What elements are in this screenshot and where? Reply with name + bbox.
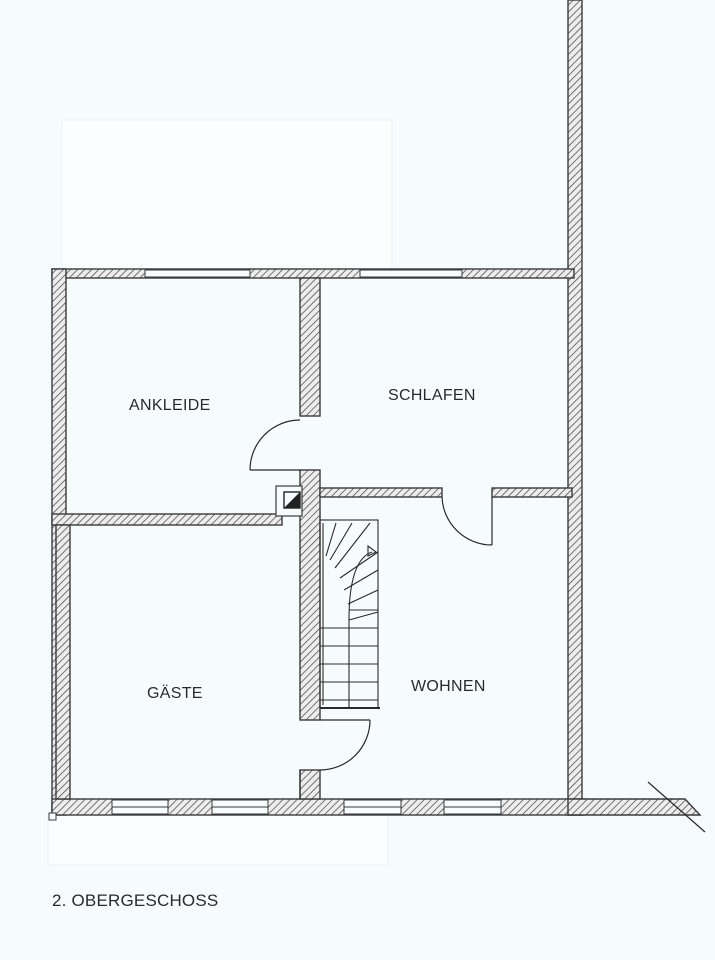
floor-title: 2. OBERGESCHOSS <box>52 891 219 910</box>
windows-bottom <box>111 799 502 815</box>
shaft-symbol <box>275 485 303 517</box>
door-swings <box>249 419 706 833</box>
room-label-gaeste: GÄSTE <box>147 684 203 702</box>
room-label-schlafen: SCHLAFEN <box>388 387 476 404</box>
room-label-wohnen: WOHNEN <box>411 678 486 695</box>
windows-top <box>144 269 463 278</box>
walls <box>51 0 702 816</box>
corner-marker <box>48 812 57 821</box>
staircase <box>319 519 380 709</box>
room-label-ankleide: ANKLEIDE <box>129 397 211 414</box>
